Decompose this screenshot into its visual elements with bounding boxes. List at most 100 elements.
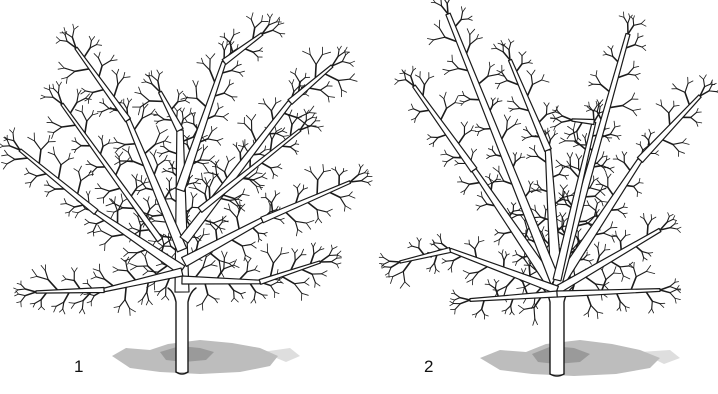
twig xyxy=(399,80,406,81)
twig xyxy=(490,64,494,67)
twig xyxy=(328,97,334,98)
twig xyxy=(660,290,670,293)
twig xyxy=(642,47,646,51)
twig xyxy=(328,97,329,103)
twig xyxy=(124,253,129,257)
twig xyxy=(162,238,164,244)
twig xyxy=(510,109,513,111)
twig xyxy=(531,182,534,186)
twig xyxy=(633,16,634,20)
twig xyxy=(79,166,82,172)
twig xyxy=(142,82,146,83)
twig xyxy=(381,253,384,257)
twig xyxy=(522,63,528,64)
twig xyxy=(303,188,307,190)
twig xyxy=(114,306,120,307)
twig xyxy=(487,156,490,158)
twig xyxy=(82,106,83,113)
twig xyxy=(178,100,185,101)
twig xyxy=(677,229,680,233)
twig xyxy=(242,245,251,246)
twig xyxy=(137,183,144,188)
twig xyxy=(515,158,520,163)
twig xyxy=(599,107,600,113)
twig xyxy=(251,13,253,19)
twig xyxy=(645,136,649,140)
twig xyxy=(169,178,172,182)
twig xyxy=(677,89,685,93)
twig xyxy=(385,273,389,275)
twig xyxy=(315,218,318,223)
twig xyxy=(93,167,97,171)
twig xyxy=(72,212,78,213)
twig xyxy=(668,213,670,217)
twig xyxy=(26,168,29,173)
twig xyxy=(38,307,41,310)
twig xyxy=(156,264,162,266)
twig xyxy=(528,63,532,64)
twig xyxy=(511,203,513,206)
twig xyxy=(141,94,149,101)
twig xyxy=(276,134,283,137)
twig xyxy=(467,279,473,282)
twig xyxy=(258,239,259,242)
twig xyxy=(642,135,645,136)
twig xyxy=(170,192,172,199)
twig xyxy=(229,199,237,200)
twig xyxy=(603,54,607,55)
twig xyxy=(82,112,87,121)
twig xyxy=(688,81,693,84)
twig xyxy=(244,144,248,147)
twig xyxy=(300,78,305,83)
twig xyxy=(616,236,620,242)
twig xyxy=(563,200,569,201)
twig xyxy=(599,250,605,256)
twig xyxy=(283,136,288,137)
twig xyxy=(94,272,97,277)
twig xyxy=(542,227,544,232)
twig xyxy=(435,243,442,244)
twig xyxy=(620,301,625,306)
twig xyxy=(310,121,315,126)
twig xyxy=(519,210,522,211)
twig xyxy=(431,263,435,268)
twig xyxy=(391,262,400,267)
twig xyxy=(531,76,532,85)
twig xyxy=(455,96,458,103)
twig xyxy=(123,149,129,153)
twig xyxy=(435,269,436,273)
twig xyxy=(178,95,179,102)
twig xyxy=(413,109,420,112)
twig xyxy=(89,36,91,40)
twig xyxy=(638,36,643,38)
twig xyxy=(452,62,458,69)
twig xyxy=(350,79,358,81)
twig xyxy=(465,122,468,127)
twig xyxy=(25,173,29,175)
twig xyxy=(269,22,277,25)
twig xyxy=(54,89,59,94)
twig xyxy=(597,100,599,104)
twig xyxy=(290,144,295,147)
twig xyxy=(62,32,65,35)
twig xyxy=(463,271,469,274)
twig xyxy=(567,153,570,158)
twig xyxy=(669,106,674,113)
twig xyxy=(115,149,118,153)
twig xyxy=(157,70,160,74)
twig xyxy=(674,105,679,106)
twig xyxy=(536,211,541,217)
twig xyxy=(160,287,166,292)
twig xyxy=(29,173,37,176)
twig xyxy=(655,154,659,156)
twig xyxy=(389,267,391,273)
twig xyxy=(660,287,670,291)
twig xyxy=(124,72,125,77)
twig xyxy=(116,153,119,157)
twig xyxy=(130,308,131,315)
twig xyxy=(337,47,339,50)
scaffold-limb xyxy=(19,149,98,214)
twig xyxy=(130,308,136,311)
twig xyxy=(294,284,301,294)
twig xyxy=(604,168,606,173)
